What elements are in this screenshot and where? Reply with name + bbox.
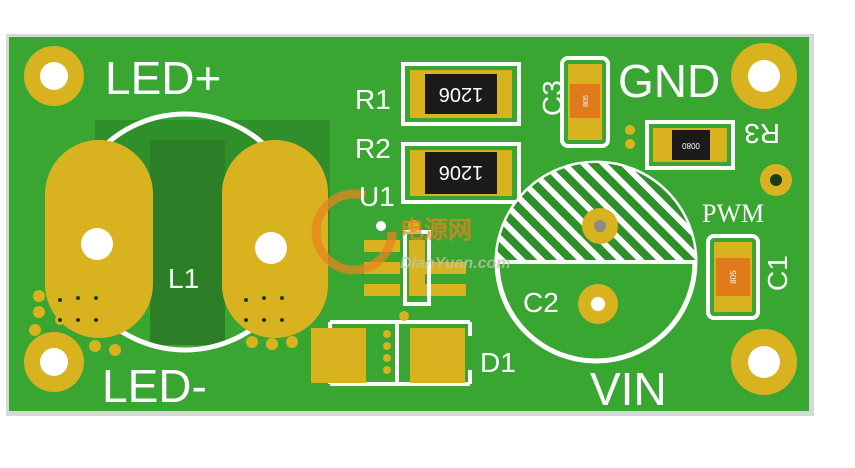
c1-capacitor: 805 <box>706 234 760 320</box>
c2-pad-negative <box>578 284 618 324</box>
mounting-hole-top-right <box>731 43 797 109</box>
label-led-plus: LED+ <box>105 52 221 104</box>
mounting-hole-bottom-right <box>731 329 797 395</box>
d1-diode <box>311 311 472 386</box>
r1-marking: 1206 <box>439 83 484 105</box>
c3-capacitor: 805 <box>560 56 610 148</box>
label-r1: R1 <box>355 84 391 115</box>
c2-pad-positive <box>582 208 618 244</box>
label-pwm: PWM <box>702 199 764 228</box>
label-vin: VIN <box>590 363 667 415</box>
inner-pour <box>150 140 225 345</box>
c3-marking: 805 <box>583 95 590 107</box>
watermark: 电源网 DianYuan.com <box>311 189 511 275</box>
label-c3: C3 <box>537 80 568 116</box>
label-r2: R2 <box>355 133 391 164</box>
c1-marking: 805 <box>729 270 738 284</box>
label-c2: C2 <box>523 287 559 318</box>
pwm-pad <box>760 164 792 196</box>
label-c1: C1 <box>762 255 793 291</box>
r2-resistor: 1206 <box>401 142 521 204</box>
l1-pad-right <box>222 140 328 338</box>
watermark-title: 电源网 <box>400 217 472 244</box>
r3-resistor: 0080 <box>645 120 735 170</box>
mounting-hole-bottom-left <box>24 332 84 392</box>
label-d1: D1 <box>480 347 516 378</box>
via-small-holes <box>58 296 284 322</box>
label-l1: L1 <box>168 263 199 294</box>
label-led-minus: LED- <box>102 360 207 412</box>
label-r3: R3 <box>744 118 780 149</box>
label-u1: U1 <box>359 181 395 212</box>
r3-marking: 0080 <box>682 141 700 150</box>
mounting-hole-top-left <box>24 46 84 106</box>
u1-component <box>364 220 466 306</box>
r1-resistor: 1206 <box>401 62 521 126</box>
r2-marking: 1206 <box>439 161 484 183</box>
l1-pad-left <box>45 140 153 338</box>
c3-vias <box>625 125 635 149</box>
label-gnd: GND <box>618 55 720 107</box>
watermark-url: DianYuan.com <box>400 255 511 272</box>
